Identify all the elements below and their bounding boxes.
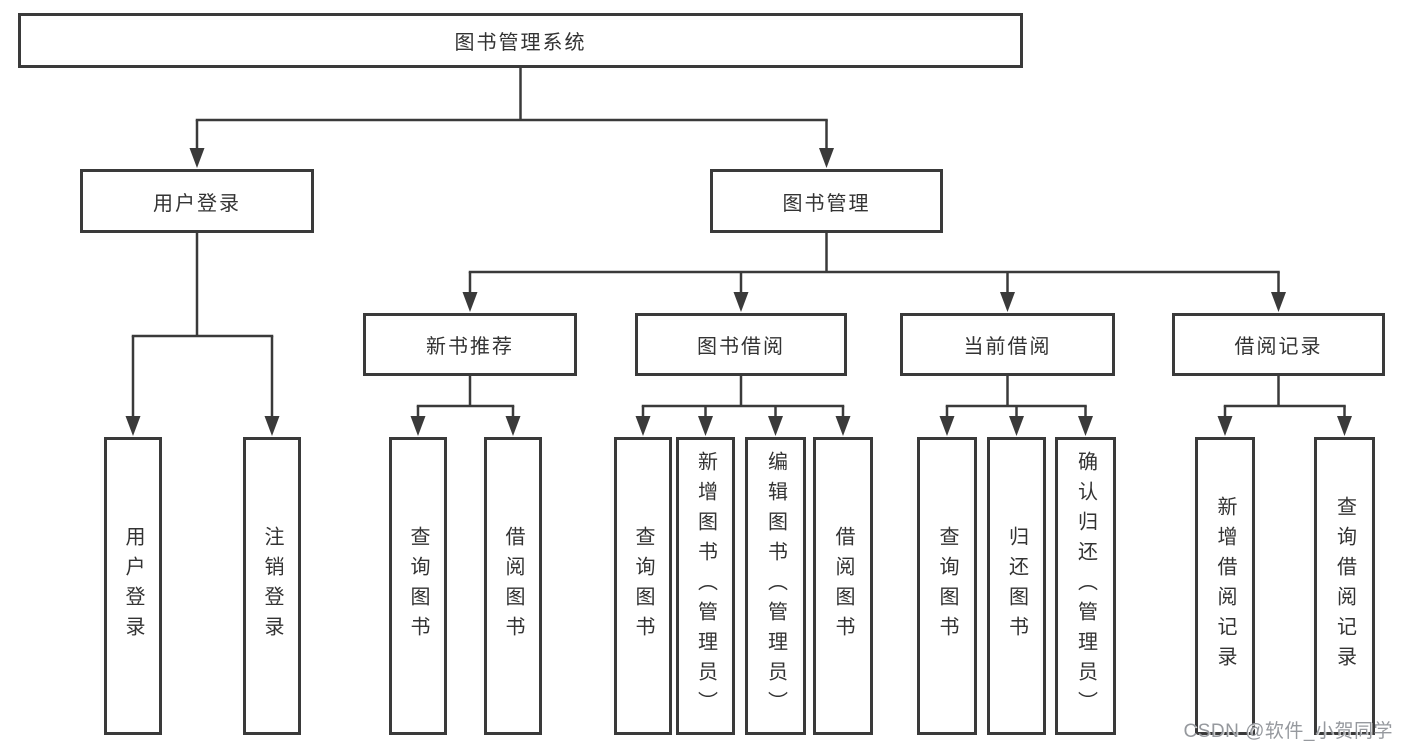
node-user-login: 用户登录 (80, 169, 314, 233)
arrowhead-icon (189, 148, 205, 168)
leaf-add-borrow-record-label: 新增借阅记录 (1214, 496, 1236, 676)
arrowhead-icon (1271, 292, 1286, 312)
leaf-query-books-recommend-label: 查询图书 (407, 526, 429, 646)
arrowhead-icon (1337, 416, 1352, 436)
arrowhead-icon (1078, 416, 1093, 436)
node-borrowing-records-label: 借阅记录 (1234, 336, 1323, 358)
leaf-query-books-current-label: 查询图书 (936, 526, 958, 646)
node-library-management-system-label: 图书管理系统 (454, 32, 587, 54)
leaf-add-books-admin: 新增图书（管理员） (676, 437, 735, 735)
arrowhead-icon (264, 416, 280, 436)
node-new-book-recommendation: 新书推荐 (363, 313, 577, 376)
connector-tree-records (1217, 376, 1352, 436)
arrowhead-icon (733, 292, 749, 312)
arrowhead-icon (698, 416, 713, 436)
leaf-query-borrow-record: 查询借阅记录 (1314, 437, 1375, 735)
node-book-management: 图书管理 (710, 169, 943, 233)
connector-tree-borrow (635, 376, 851, 436)
arrowhead-icon (125, 416, 141, 436)
leaf-user-login-label: 用户登录 (122, 526, 144, 646)
arrowhead-icon (505, 416, 521, 436)
leaf-borrow-books-recommend-label: 借阅图书 (502, 526, 524, 646)
node-library-management-system: 图书管理系统 (18, 13, 1023, 68)
arrowhead-icon (1217, 416, 1233, 436)
leaf-query-books-borrowing: 查询图书 (614, 437, 672, 735)
leaf-query-books-borrowing-label: 查询图书 (632, 526, 654, 646)
leaf-borrow-books-recommend: 借阅图书 (484, 437, 542, 735)
leaf-return-books-label: 归还图书 (1005, 526, 1028, 646)
arrowhead-icon (819, 148, 834, 168)
leaf-logout: 注销登录 (243, 437, 301, 735)
node-book-management-label: 图书管理 (782, 192, 871, 215)
connector-tree-current (939, 376, 1093, 436)
leaf-return-books: 归还图书 (987, 437, 1046, 735)
leaf-user-login: 用户登录 (104, 437, 162, 735)
leaf-edit-books-admin-label: 编辑图书（管理员） (764, 451, 787, 721)
arrowhead-icon (410, 416, 426, 436)
connector-tree-login (125, 233, 280, 436)
leaf-borrow-books-borrowing: 借阅图书 (813, 437, 873, 735)
arrowhead-icon (462, 292, 478, 312)
node-borrowing-records: 借阅记录 (1172, 313, 1385, 376)
leaf-logout-label: 注销登录 (261, 526, 283, 646)
arrowhead-icon (635, 416, 651, 436)
arrowhead-icon (1009, 416, 1024, 436)
arrowhead-icon (768, 416, 783, 436)
connector-tree-root (189, 68, 834, 168)
leaf-confirm-return-admin: 确认归还（管理员） (1055, 437, 1116, 735)
leaf-add-borrow-record: 新增借阅记录 (1195, 437, 1255, 735)
node-book-borrowing: 图书借阅 (635, 313, 847, 376)
connector-tree-newbook (410, 376, 521, 436)
watermark: CSDN @软件_小贺同学 (1183, 721, 1393, 742)
arrowhead-icon (835, 416, 851, 436)
connector-tree-mgmt (462, 233, 1286, 312)
leaf-query-books-current: 查询图书 (917, 437, 977, 735)
leaf-edit-books-admin: 编辑图书（管理员） (745, 437, 806, 735)
node-current-borrowing-label: 当前借阅 (963, 336, 1052, 358)
leaf-borrow-books-borrowing-label: 借阅图书 (832, 526, 854, 646)
arrowhead-icon (939, 416, 955, 436)
leaf-query-borrow-record-label: 查询借阅记录 (1333, 496, 1356, 676)
leaf-query-books-recommend: 查询图书 (389, 437, 447, 735)
node-current-borrowing: 当前借阅 (900, 313, 1115, 376)
leaf-add-books-admin-label: 新增图书（管理员） (694, 451, 717, 721)
arrowhead-icon (1000, 292, 1015, 312)
node-book-borrowing-label: 图书借阅 (697, 336, 785, 358)
node-new-book-recommendation-label: 新书推荐 (426, 336, 514, 358)
leaf-confirm-return-admin-label: 确认归还（管理员） (1074, 451, 1097, 721)
node-user-login-label: 用户登录 (153, 192, 241, 215)
